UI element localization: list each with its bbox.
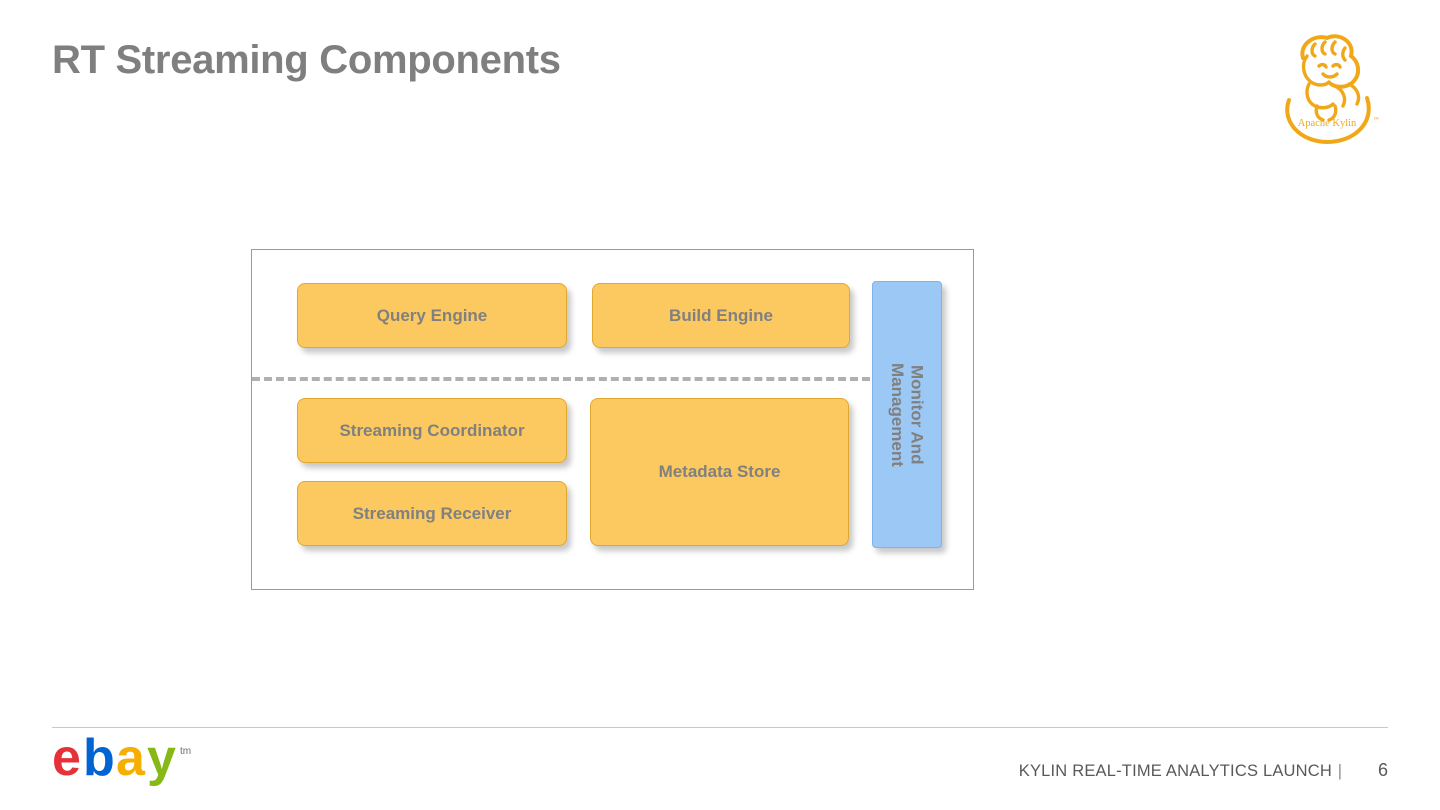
diagram-box-label: Streaming Coordinator	[339, 420, 525, 440]
diagram-box-build-engine[interactable]: Build Engine	[592, 283, 850, 348]
apache-kylin-logo: Apache Kylin ™	[1263, 22, 1391, 150]
page-title: RT Streaming Components	[52, 38, 561, 82]
diagram-box-metadata-store[interactable]: Metadata Store	[590, 398, 849, 546]
footer-separator: |	[1337, 762, 1342, 780]
diagram-box-label: Metadata Store	[658, 462, 781, 481]
layer-divider	[252, 377, 870, 381]
diagram-box-label: Streaming Receiver	[352, 503, 512, 523]
diagram-box-label: Monitor And Management	[888, 362, 927, 467]
ebay-letter-e: e	[52, 735, 81, 787]
architecture-diagram: Query Engine Build Engine Streaming Coor…	[251, 249, 974, 590]
diagram-box-query-engine[interactable]: Query Engine	[297, 283, 567, 348]
diagram-box-streaming-coordinator[interactable]: Streaming Coordinator	[297, 398, 567, 463]
ebay-letter-a: a	[116, 735, 146, 787]
diagram-box-label: Query Engine	[376, 305, 488, 325]
ebay-trademark: tm	[180, 746, 191, 757]
ebay-letter-y: y	[147, 735, 176, 787]
ebay-letter-b: b	[83, 735, 115, 787]
page-number: 6	[1377, 760, 1388, 780]
diagram-box-streaming-receiver[interactable]: Streaming Receiver	[297, 481, 567, 546]
ebay-logo: e b a y tm	[52, 735, 202, 787]
kylin-wordmark: Apache Kylin	[1298, 118, 1357, 129]
footer-label: KYLIN REAL-TIME ANALYTICS LAUNCH	[1018, 762, 1332, 780]
svg-text:™: ™	[1373, 117, 1379, 123]
diagram-box-monitor-and-management[interactable]: Monitor And Management	[872, 281, 942, 548]
footer-divider	[52, 727, 1388, 728]
diagram-box-label: Build Engine	[669, 305, 773, 325]
